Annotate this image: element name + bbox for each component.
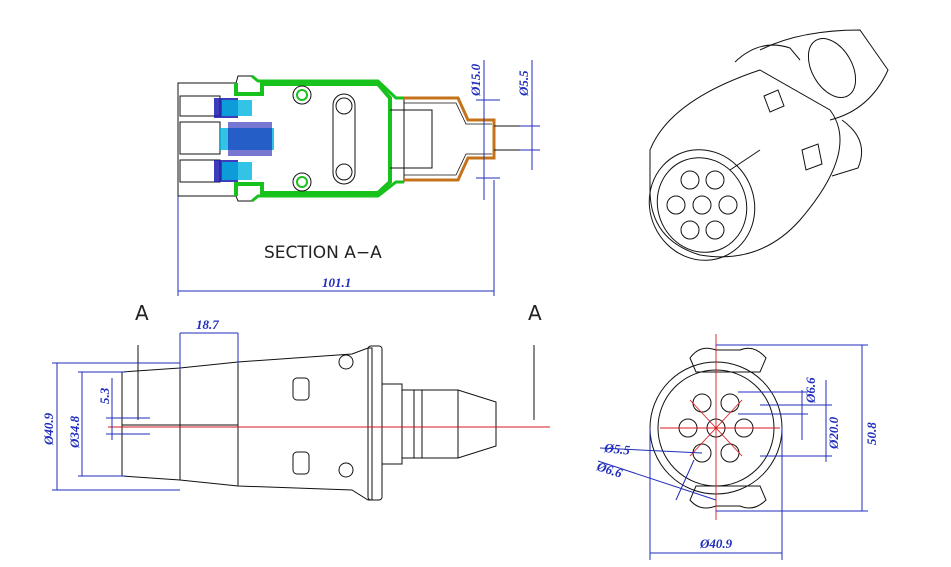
- section-marker-left: A: [135, 301, 149, 325]
- dim-d5-5-section: Ø5.5: [516, 70, 531, 97]
- insert-section: [214, 98, 238, 182]
- section-title: SECTION A−A: [264, 243, 382, 263]
- dim-w18-7: 18.7: [196, 317, 219, 332]
- dim-d34-8: Ø34.8: [67, 415, 82, 449]
- plug-isometric-icon: [648, 29, 889, 261]
- dim-d15: Ø15.0: [468, 63, 483, 97]
- side-view: A A 18.7 Ø40.9 Ø34.8: [41, 301, 550, 501]
- front-view: 50.8 Ø6.6 Ø20.0 Ø40.9 Ø5.5 Ø6.6: [594, 334, 879, 560]
- cable-clamp-section: [404, 96, 496, 182]
- dim-d6-6-top: Ø6.6: [803, 377, 818, 404]
- dim-d6-6-front: Ø6.6: [594, 458, 624, 481]
- section-view: Ø15.0 Ø5.5 101.1 SECTION A−A: [177, 60, 540, 296]
- dim-d40-9-side: Ø40.9: [41, 412, 56, 446]
- section-marker-right: A: [528, 301, 542, 325]
- dim-length: 101.1: [322, 275, 351, 290]
- dim-h50-8: 50.8: [864, 422, 879, 445]
- dim-d20: Ø20.0: [826, 416, 841, 450]
- dim-h5-3: 5.3: [97, 387, 112, 404]
- dim-d5-5-front: Ø5.5: [603, 440, 632, 458]
- dim-d40-9-front: Ø40.9: [699, 536, 733, 551]
